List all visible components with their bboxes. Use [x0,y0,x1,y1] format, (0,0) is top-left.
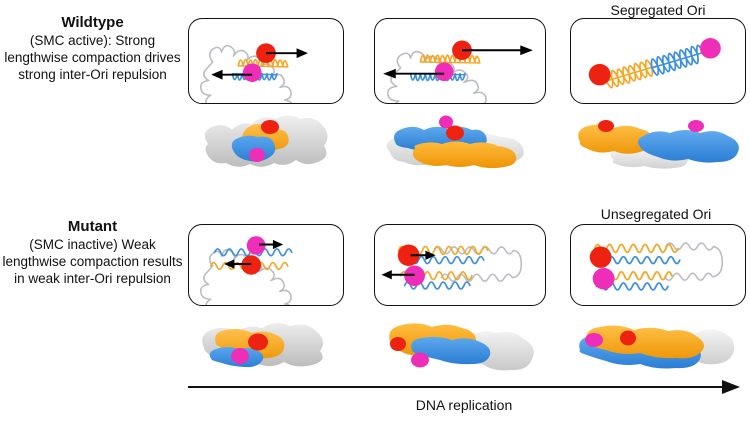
dna-replication-label: DNA replication [415,397,513,413]
orange-arm-wildtype-2-spine [419,61,481,64]
schematic-box-wildtype-stage3 [570,18,746,104]
blob-orange-m3 [585,325,704,359]
dna-replication-arrow [186,378,742,396]
render-mutant-stage2 [372,312,550,380]
ori-red-render-w3 [598,120,614,132]
ori-magenta-render-w2 [439,115,453,129]
caption-wildtype-body: (SMC active): Strong lengthwise compacti… [4,33,181,82]
caption-wildtype: Wildtype (SMC active): Strong lengthwise… [0,14,185,83]
schematic-box-mutant-stage2 [374,224,546,306]
blue-arm-mutant-2b [403,281,471,290]
gray-coil-mutant-3 [664,242,724,281]
orange-chromosome-wildtype-3-lower [605,67,654,89]
blue-arm-mutant-2 [405,255,485,265]
render-wildtype-stage1 [190,108,350,178]
schematic-box-mutant-stage3 [570,224,746,306]
label-unsegregated-ori: Unsegregated Ori [600,206,712,222]
ori-magenta-wildtype-2 [434,62,454,82]
render-mutant-stage3 [566,312,748,380]
blob-orange-w2 [412,141,517,169]
gray-coil-wildtype-2 [386,50,487,103]
orange-arm-mutant-3 [593,243,679,254]
schematic-box-wildtype-stage2 [374,18,546,104]
blue-chromosome-wildtype-3 [650,44,704,68]
ori-red-mutant-3 [589,246,612,268]
label-segregated-ori: Segregated Ori [610,2,706,18]
render-wildtype-stage3 [566,108,748,178]
ori-magenta-render-w3 [688,120,704,132]
ori-red-render-m3 [620,330,636,346]
blue-chromosome-wildtype-3-spine [651,51,704,69]
ori-magenta-wildtype-3 [700,38,721,59]
ori-red-render-w2 [446,125,464,141]
ori-magenta-render-w1 [249,148,265,162]
gray-coil-mutant-2 [433,246,523,282]
blue-chromosome-wildtype-3-lower [651,54,699,76]
caption-mutant: Mutant (SMC inactive) Weak lengthwise co… [0,218,185,287]
caption-wildtype-title: Wildtype [61,14,124,31]
ori-red-render-m2 [390,337,406,351]
ori-red-render-m1 [248,333,268,351]
blob-orange-w3 [578,124,652,154]
orange-chromosome-wildtype-3 [605,59,653,81]
render-mutant-stage1 [190,312,350,380]
orange-chromosome-wildtype-3-spine [605,64,659,82]
blob-blue-m2 [411,336,491,365]
ori-magenta-render-m1 [231,348,249,364]
ori-red-mutant-2 [397,244,420,266]
gray-coil-wildtype-1 [199,44,293,103]
caption-mutant-body: (SMC inactive) Weak lengthwise compactio… [2,237,183,286]
ori-magenta-wildtype-1 [242,63,262,82]
blue-arm-wildtype-2 [409,72,466,82]
render-wildtype-stage2 [372,108,550,178]
schematic-box-mutant-stage1 [188,224,344,306]
ori-red-render-w1 [261,120,279,134]
ori-magenta-render-m3 [585,333,603,347]
schematic-box-wildtype-stage1 [188,18,344,104]
ori-red-wildtype-3 [588,63,611,86]
blob-blue-w3 [638,130,739,163]
replication-arrowhead [722,380,740,394]
ori-magenta-render-m2 [411,352,429,368]
ori-magenta-mutant-3 [592,267,615,290]
ori-magenta-mutant-1 [246,236,266,255]
caption-mutant-title: Mutant [67,218,118,235]
